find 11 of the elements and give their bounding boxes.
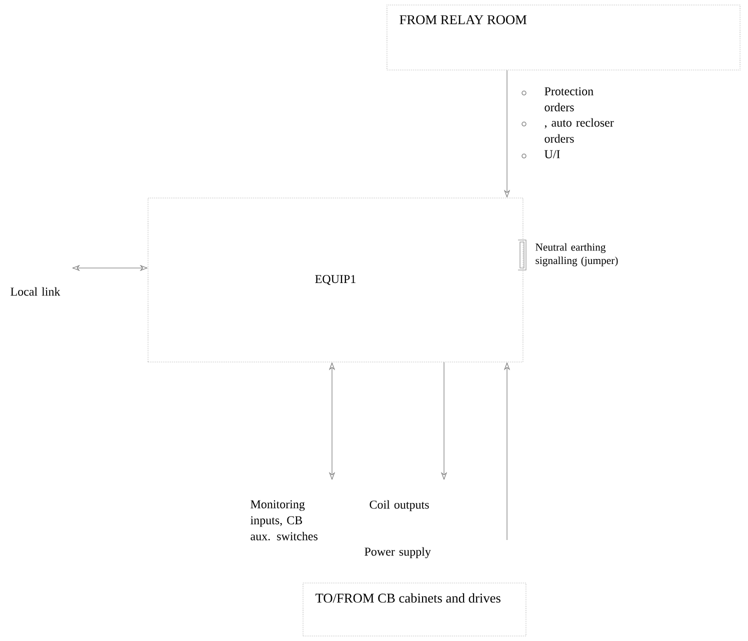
label: U/I xyxy=(544,150,560,158)
label: Power supply xyxy=(364,547,431,558)
label: Coil outputs xyxy=(370,500,429,512)
label: Neutral earthing signalling (jumper) xyxy=(536,243,618,266)
box: EQUIP1 xyxy=(148,198,524,362)
label: , auto recloser orders xyxy=(544,118,614,143)
label: Protection orders xyxy=(544,87,594,112)
box: TO/FROM CB cabinets and drives xyxy=(302,582,526,636)
box: FROM RELAY ROOM xyxy=(386,4,740,70)
label: Monitoring inputs, CB aux. switches xyxy=(250,500,318,540)
label: Local link xyxy=(10,287,60,296)
